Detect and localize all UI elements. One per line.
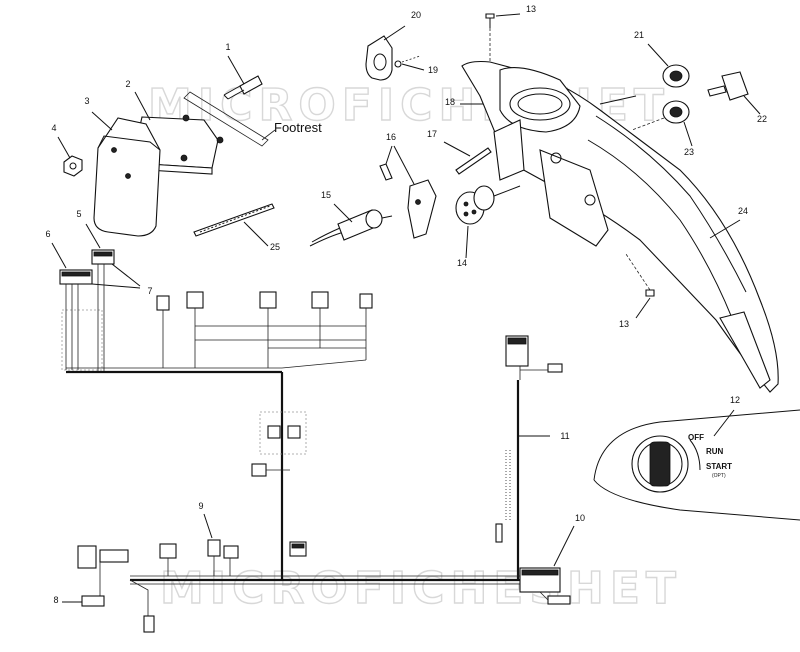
housing-part-24 [461,60,779,393]
callout-c8: 8 [53,595,58,605]
callout-c14: 14 [457,258,467,268]
callout-c10: 10 [575,513,585,523]
grommet-part-21 [647,43,690,88]
callout-c13a: 13 [526,4,536,14]
callout-c6: 6 [45,229,50,239]
key-part-22 [707,71,761,115]
screw-part-19 [394,55,425,71]
callout-c21: 21 [634,30,644,40]
callout-c22: 22 [757,114,767,124]
footrest-label: Footrest [274,120,322,135]
grommet-part-23 [631,100,693,147]
switch-off-label: OFF [688,433,704,442]
callout-c11: 11 [560,431,569,441]
cable-tie-part-25 [193,203,275,247]
callout-c7: 7 [147,286,152,296]
switch-start-label: START [706,462,732,471]
callout-c9: 9 [198,501,203,511]
wire-harness [61,264,575,633]
callout-c20: 20 [411,10,421,20]
callout-c17: 17 [427,129,437,139]
callout-c5: 5 [76,209,81,219]
callout-c12: 12 [730,395,740,405]
callout-c13b: 13 [619,319,629,329]
footrest-plate: Footrest [183,91,322,147]
clip-part-16 [379,145,437,239]
nut-part-4 [57,136,83,177]
connector-part-6 [51,242,141,289]
connector-part-14 [455,185,521,259]
bolt-part-1 [223,55,263,100]
callout-c18: 18 [445,97,455,107]
switch-run-label: RUN [706,447,724,456]
callout-c25: 25 [270,242,280,252]
callout-c1: 1 [225,42,230,52]
switch-opt-label: (OPT) [712,473,726,479]
callout-c2: 2 [125,79,130,89]
sensor-part-15 [309,203,393,247]
callout-c15: 15 [321,190,331,200]
callout-c16: 16 [386,132,396,142]
footrest-part-3 [91,111,161,237]
ignition-switch-part-12: OFF RUN START (OPT) [593,409,800,521]
strap-part-17 [443,141,492,175]
callout-c23: 23 [684,147,694,157]
callout-c19: 19 [428,65,438,75]
callout-c24: 24 [738,206,748,216]
bracket-part-20 [365,25,406,81]
connector-part-5 [85,223,141,287]
watermark-bottom: MICROFICHESHET [160,563,682,614]
screw-part-13-bottom [625,253,655,319]
callout-c3: 3 [84,96,89,106]
callout-c4: 4 [51,123,56,133]
